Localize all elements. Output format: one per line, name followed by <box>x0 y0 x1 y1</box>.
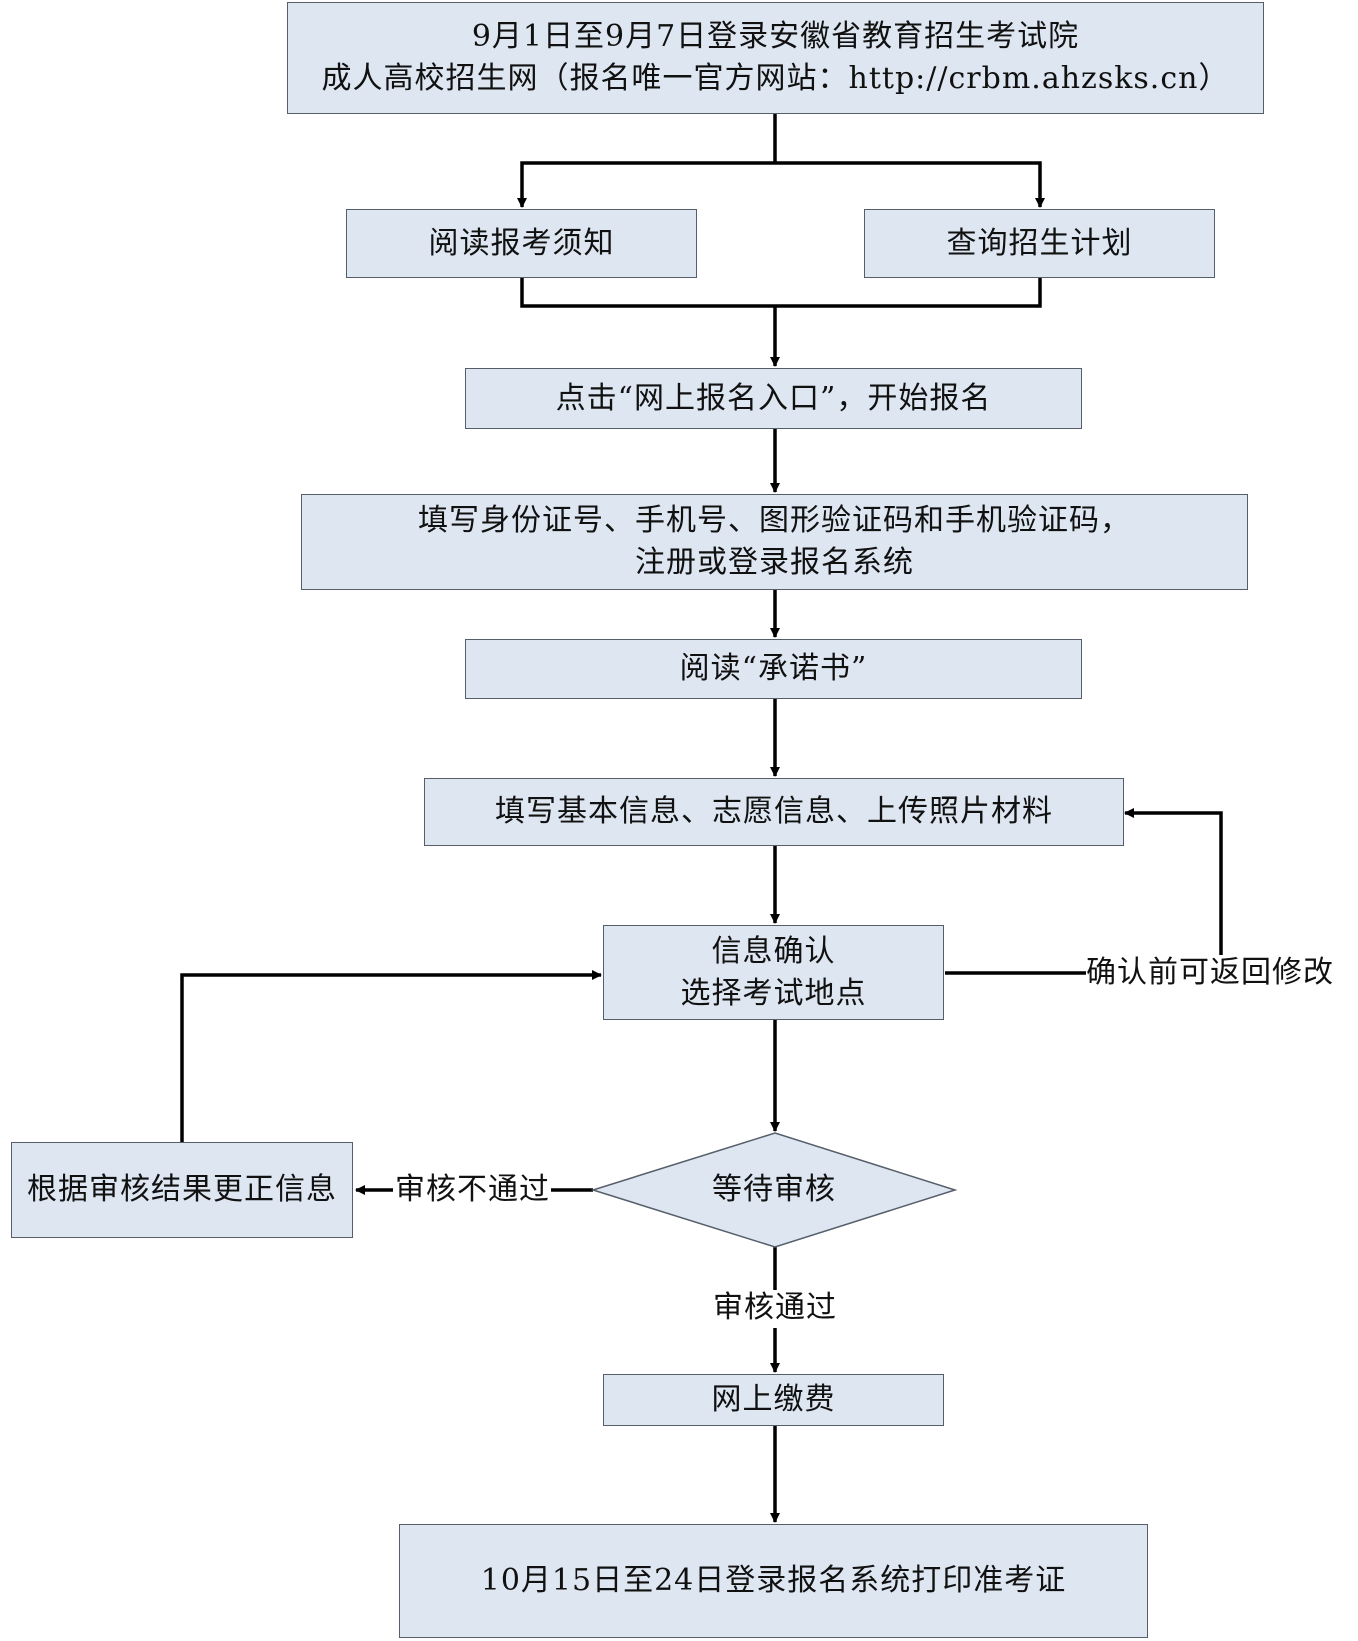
arrow-to-read-notice <box>517 161 775 208</box>
read-promise-label: 阅读“承诺书” <box>679 651 868 686</box>
start-line-2: 成人高校招生网（报名唯一官方网站：http://crbm.ahzsks.cn） <box>321 61 1230 96</box>
query-plan-box: 查询招生计划 <box>864 209 1215 278</box>
confirm-line-1: 信息确认 <box>711 933 836 969</box>
arrow-to-query-plan <box>775 161 1045 208</box>
register-box: 填写身份证号、手机号、图形验证码和手机验证码， 注册或登录报名系统 <box>301 494 1248 590</box>
pay-online-box: 网上缴费 <box>603 1374 944 1426</box>
click-entry-label: 点击“网上报名入口”，开始报名 <box>555 380 992 416</box>
read-notice-label: 阅读报考须知 <box>428 225 615 261</box>
confirm-line-2: 选择考试地点 <box>680 975 867 1011</box>
start-line-1: 9月1日至9月7日登录安徽省教育招生考试院 <box>471 19 1080 54</box>
fill-info-box: 填写基本信息、志愿信息、上传照片材料 <box>424 778 1124 846</box>
read-notice-box: 阅读报考须知 <box>346 209 697 278</box>
modify-back-label: 确认前可返回修改 <box>1086 955 1348 991</box>
pay-online-label: 网上缴费 <box>711 1382 836 1417</box>
print-ticket-label: 10月15日至24日登录报名系统打印准考证 <box>480 1563 1067 1598</box>
review-fail-label: 审核不通过 <box>395 1172 551 1208</box>
review-pass-label: 审核通过 <box>708 1290 842 1326</box>
query-plan-label: 查询招生计划 <box>946 225 1133 261</box>
start-box: 9月1日至9月7日登录安徽省教育招生考试院 成人高校招生网（报名唯一官方网站：h… <box>287 2 1264 114</box>
correct-info-label: 根据审核结果更正信息 <box>27 1172 337 1207</box>
confirm-box: 信息确认 选择考试地点 <box>603 925 944 1020</box>
wait-review-diamond <box>590 1132 958 1248</box>
read-promise-box: 阅读“承诺书” <box>465 639 1082 699</box>
fill-info-label: 填写基本信息、志愿信息、上传照片材料 <box>495 794 1053 829</box>
register-line-1: 填写身份证号、手机号、图形验证码和手机验证码， <box>418 503 1131 538</box>
print-ticket-box: 10月15日至24日登录报名系统打印准考证 <box>399 1524 1148 1638</box>
connector-merge <box>520 278 1042 308</box>
arrow-correct-to-confirm <box>180 970 602 1142</box>
register-line-2: 注册或登录报名系统 <box>635 545 914 580</box>
click-entry-box: 点击“网上报名入口”，开始报名 <box>465 368 1082 429</box>
arrow-modify-back <box>1124 808 1223 959</box>
wait-review-label: 等待审核 <box>712 1172 836 1207</box>
correct-info-box: 根据审核结果更正信息 <box>11 1142 353 1238</box>
